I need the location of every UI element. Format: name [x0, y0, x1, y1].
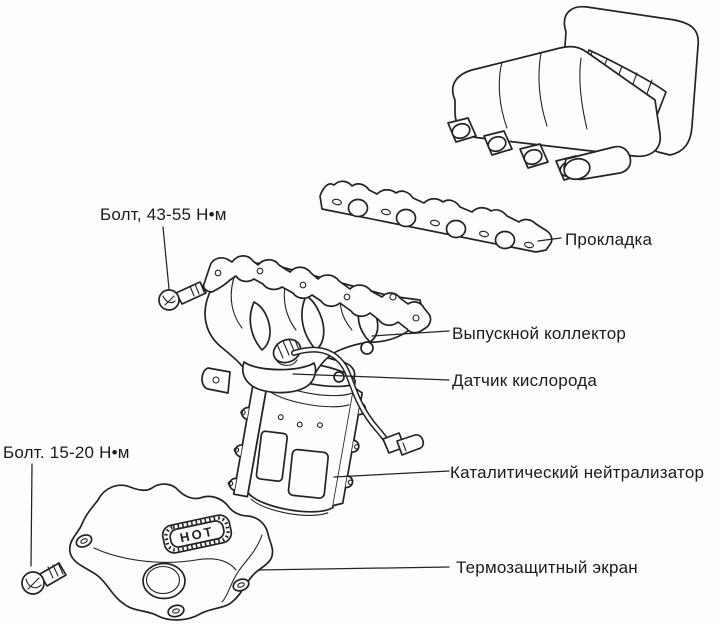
heat-shield-drawing: HOT	[68, 483, 274, 621]
upper-bolt-drawing	[158, 281, 207, 311]
label-oxygen-sensor: Датчик кислорода	[452, 371, 598, 390]
sensor-connector	[382, 432, 425, 456]
hot-badge-text: HOT	[178, 524, 215, 546]
label-upper-bolt-torque: Болт, 43-55 Н•м	[100, 205, 227, 224]
engine-assembly-drawing	[447, 5, 700, 181]
intake-ports	[447, 117, 632, 181]
gasket-drawing	[319, 180, 553, 253]
leader-gasket	[537, 237, 562, 242]
exhaust-manifold-drawing	[201, 255, 432, 394]
label-gasket: Прокладка	[565, 230, 653, 249]
leader-oxygen-sensor	[292, 373, 450, 381]
heat-shield-slot-holes	[75, 534, 250, 618]
leader-upper-bolt	[162, 226, 170, 290]
leader-lower-bolt	[30, 463, 33, 567]
label-lower-bolt-torque: Болт. 15-20 Н•м	[3, 443, 130, 462]
label-catalytic-converter: Каталитический нейтрализатор	[450, 463, 705, 482]
lower-bolt-drawing	[21, 562, 67, 595]
leader-catalytic-converter	[333, 470, 450, 478]
label-exhaust-manifold: Выпускной коллектор	[452, 324, 627, 343]
leader-heat-shield	[257, 566, 450, 571]
heat-shield-center-hole	[142, 562, 186, 600]
leader-exhaust-manifold	[371, 330, 450, 337]
hot-badge: HOT	[161, 514, 233, 554]
label-heat-shield: Термозащитный экран	[456, 558, 638, 577]
